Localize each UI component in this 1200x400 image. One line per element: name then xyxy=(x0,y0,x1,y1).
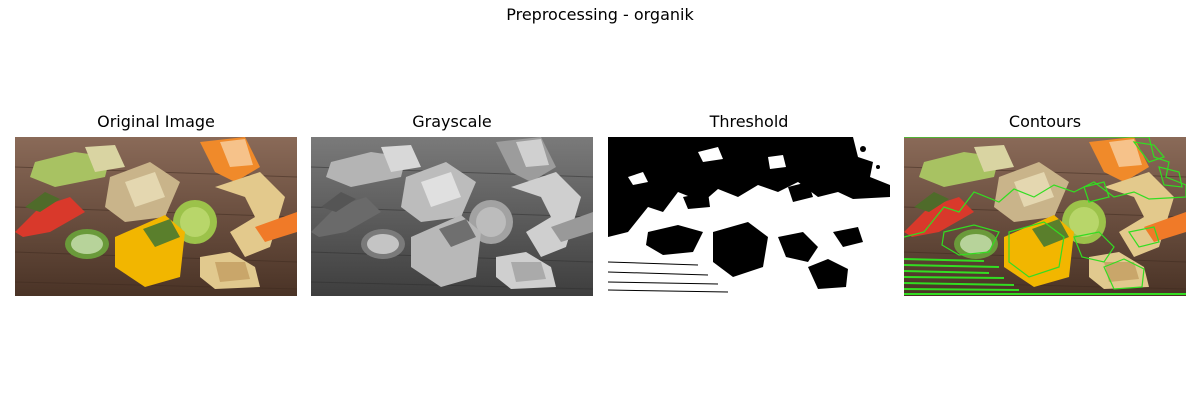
panel-title-grayscale: Grayscale xyxy=(412,112,492,131)
contour-lines xyxy=(904,137,1186,290)
panel-title-threshold: Threshold xyxy=(709,112,789,131)
panel-contours: Contours xyxy=(904,112,1186,296)
contours-image xyxy=(904,137,1186,296)
figure-title: Preprocessing - organik xyxy=(506,5,694,24)
contour-texture xyxy=(904,258,1186,295)
panel-threshold: Threshold xyxy=(608,112,890,296)
original-image xyxy=(15,137,297,296)
grayscale-image xyxy=(311,137,593,296)
panel-title-contours: Contours xyxy=(1008,112,1082,131)
threshold-image xyxy=(608,137,890,296)
panel-title-original: Original Image xyxy=(97,112,215,131)
panel-grayscale: Grayscale xyxy=(311,112,593,296)
panel-original: Original Image xyxy=(15,112,297,296)
